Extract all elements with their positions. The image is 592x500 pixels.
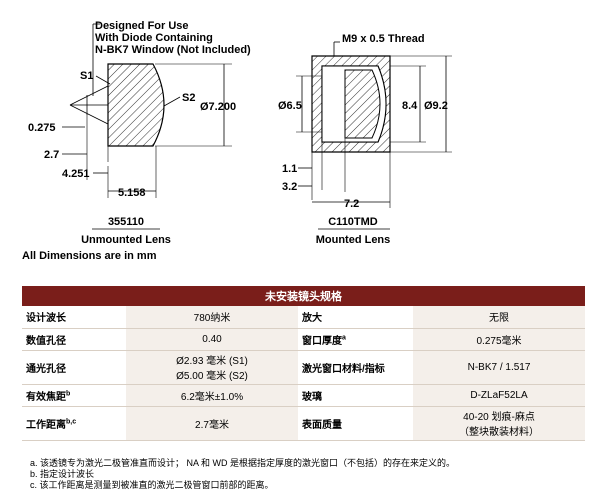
diameter-65-label: Ø6.5 (278, 100, 302, 112)
footnotes: a. 该透镜专为激光二极管准直而设计； NA 和 WD 是根据指定厚度的激光窗口… (30, 458, 455, 491)
mounted-lens-caption: Mounted Lens (316, 234, 391, 246)
diameter-92-label: Ø9.2 (424, 100, 448, 112)
spec-value: N-BK7 / 1.517 (413, 350, 585, 385)
thread-spec-label: M9 x 0.5 Thread (342, 33, 425, 45)
spec-value: 0.40 (126, 328, 298, 351)
spec-label: 放大 (298, 306, 413, 329)
spec-label: 工作距离b,c (22, 406, 126, 441)
spec-label: 激光窗口材料/指标 (298, 350, 413, 385)
dim-72-label: 7.2 (344, 198, 359, 210)
dim-4251-label: 4.251 (62, 168, 90, 180)
diameter-7200-label: Ø7.200 (200, 101, 236, 113)
spec-value: 780纳米 (126, 306, 298, 329)
footnote-a: a. 该透镜专为激光二极管准直而设计； NA 和 WD 是根据指定厚度的激光窗口… (30, 458, 456, 468)
spec-row: 有效焦距b 6.2毫米±1.0% 玻璃 D-ZLaF52LA (22, 384, 585, 407)
dim-0275-label: 0.275 (28, 122, 56, 134)
spec-label: 通光孔径 (22, 350, 126, 385)
unmounted-lens-body (107, 63, 165, 147)
unmounted-part-number: 355110 (108, 216, 144, 228)
spec-value: 0.275毫米 (413, 328, 585, 351)
footnote-b: b. 指定设计波长 (30, 469, 95, 479)
surface-s1-label: S1 (80, 70, 93, 82)
spec-value: D-ZLaF52LA (413, 384, 585, 407)
design-note-line-1: Designed For Use (95, 20, 189, 32)
spec-row: 通光孔径 Ø2.93 毫米 (S1)Ø5.00 毫米 (S2) 激光窗口材料/指… (22, 350, 585, 385)
spec-value: 无限 (413, 306, 585, 329)
lens-drawing: Designed For Use With Diode Containing N… (22, 20, 452, 262)
spec-label: 窗口厚度a (298, 328, 413, 351)
dim-11-label: 1.1 (282, 163, 297, 175)
spec-value: Ø2.93 毫米 (S1)Ø5.00 毫米 (S2) (126, 350, 298, 385)
design-note-line-2: With Diode Containing (95, 32, 213, 44)
footnote-c: c. 该工作距离是测量到被准直的激光二极管窗口前部的距离。 (30, 480, 274, 490)
spec-value: 6.2毫米±1.0% (126, 384, 298, 407)
spec-label: 玻璃 (298, 384, 413, 407)
dim-27-label: 2.7 (44, 149, 59, 161)
design-note-line-3: N-BK7 Window (Not Included) (95, 44, 251, 56)
mounted-lens-drawing: M9 x 0.5 Thread Ø6.5 8.4 Ø9.2 1.1 3.2 7.… (278, 33, 452, 246)
dim-5158-label: 5.158 (118, 187, 146, 199)
spec-table-title: 未安装镜头规格 (22, 286, 585, 306)
spec-label: 数值孔径 (22, 328, 126, 351)
unmounted-lens-caption: Unmounted Lens (81, 234, 171, 246)
spec-row: 设计波长 780纳米 放大 无限 (22, 306, 585, 329)
spec-value: 40-20 划痕-麻点（整块散装材料） (413, 406, 585, 441)
dim-84-label: 8.4 (402, 100, 418, 112)
mounted-part-number: C110TMD (328, 216, 378, 228)
spec-label: 表面质量 (298, 406, 413, 441)
surface-s2-label: S2 (182, 92, 195, 104)
spec-row: 工作距离b,c 2.7毫米 表面质量 40-20 划痕-麻点（整块散装材料） (22, 406, 585, 441)
dim-32-label: 3.2 (282, 181, 297, 193)
spec-table-header: 未安装镜头规格 (22, 286, 585, 306)
spec-label: 有效焦距b (22, 384, 126, 407)
spec-value: 2.7毫米 (126, 406, 298, 441)
spec-label: 设计波长 (22, 306, 126, 329)
unmounted-lens-drawing: Designed For Use With Diode Containing N… (28, 20, 251, 246)
unmounted-lens-spec-table: 未安装镜头规格 设计波长 780纳米 放大 无限 数值孔径 0.40 窗口厚度a… (22, 286, 585, 441)
units-note: All Dimensions are in mm (22, 250, 157, 262)
spec-row: 数值孔径 0.40 窗口厚度a 0.275毫米 (22, 328, 585, 351)
